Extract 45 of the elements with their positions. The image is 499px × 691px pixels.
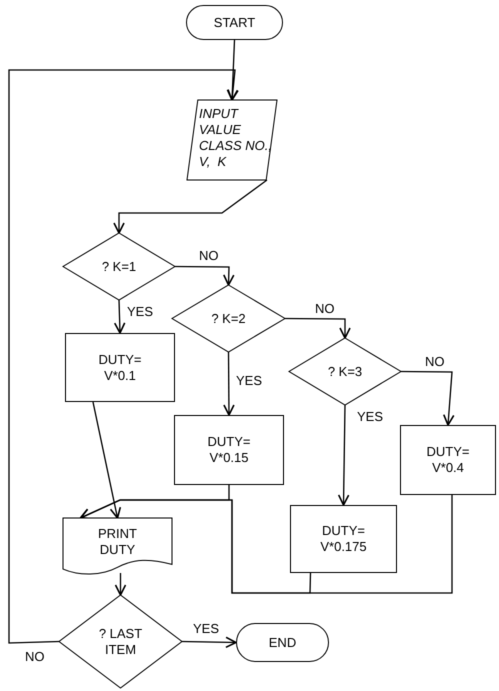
decision-diamond	[63, 233, 175, 300]
edge-label: NO	[24, 650, 46, 664]
node-text: ? K=2	[211, 310, 246, 326]
arrow	[285, 318, 351, 339]
edge-label: NO	[424, 355, 446, 369]
arrow	[223, 352, 235, 416]
arrow	[80, 495, 453, 594]
decision-diamond	[59, 595, 182, 688]
edge-label: NO	[314, 302, 336, 316]
arrow	[114, 300, 126, 334]
arrow	[182, 636, 237, 648]
node-text: ? K=1	[102, 258, 136, 274]
input-parallelogram	[187, 100, 277, 180]
decision-diamond	[289, 338, 401, 405]
arrow	[338, 405, 350, 506]
node-text: START	[214, 14, 256, 30]
process-box	[290, 505, 397, 573]
arrow	[401, 370, 455, 426]
terminal-shape	[186, 5, 283, 40]
arrow	[175, 266, 235, 286]
edge-label: YES	[192, 622, 220, 636]
node-text: ? K=3	[328, 364, 362, 380]
node-text: INPUT VALUE CLASS NO., V, K	[199, 106, 273, 170]
process-box	[400, 425, 496, 495]
process-box	[174, 415, 284, 485]
edge-label: YES	[126, 305, 154, 319]
edge-label: YES	[356, 410, 384, 424]
arrow	[113, 179, 268, 234]
arrow	[226, 40, 238, 101]
arrow	[92, 402, 122, 519]
node-text: DUTY= V*0.175	[319, 523, 368, 555]
edge-label: YES	[235, 374, 264, 388]
arrow	[8, 69, 239, 644]
node-text: DUTY= V*0.4	[426, 444, 470, 476]
node-text: DUTY= V*0.15	[206, 434, 252, 466]
node-text: ? LAST ITEM	[98, 626, 144, 658]
terminal-shape	[236, 623, 329, 662]
arrow	[114, 573, 126, 596]
node-text: DUTY= V*0.1	[98, 352, 142, 384]
node-text: END	[268, 634, 296, 650]
node-text: PRINT DUTY	[97, 526, 138, 558]
decision-diamond	[172, 285, 285, 352]
edge-label: NO	[198, 249, 220, 263]
document-shape	[63, 518, 172, 576]
process-box	[65, 333, 175, 402]
